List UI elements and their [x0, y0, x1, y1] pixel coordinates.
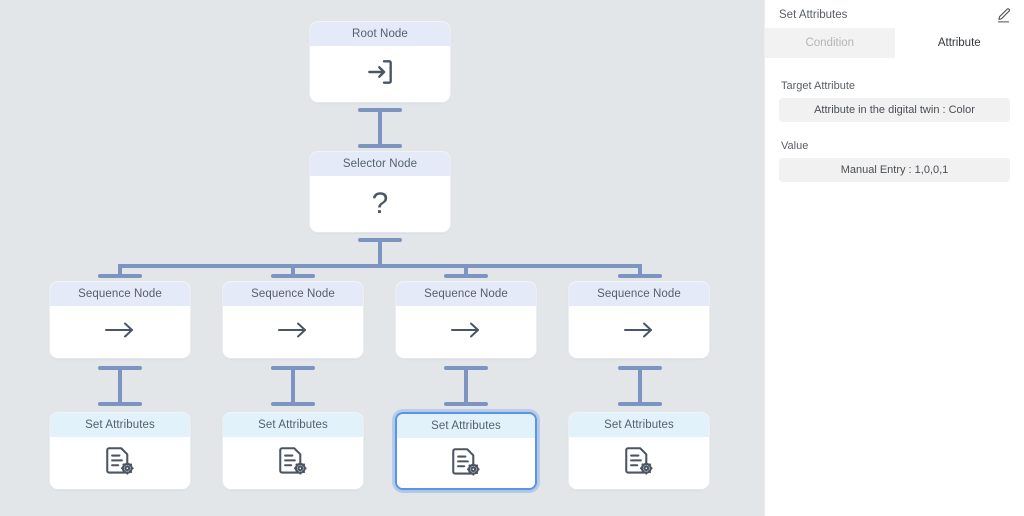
node-root-body [310, 46, 450, 102]
document-gear-icon [622, 444, 656, 483]
node-set-attributes-3-title: Set Attributes [569, 413, 709, 437]
connector-seq-3-to-set-3 [638, 366, 642, 406]
connector-cap-set-3-top [618, 402, 662, 406]
target-attribute-label: Target Attribute [781, 80, 855, 92]
connector-cap-set-1-top [271, 402, 315, 406]
node-sequence-3-title: Sequence Node [569, 282, 709, 306]
target-attribute-value[interactable]: Attribute in the digital twin : Color [779, 98, 1010, 122]
node-sequence-3[interactable]: Sequence Node [569, 282, 709, 358]
connector-bus-horizontal [118, 264, 642, 268]
node-selector-body: ? [310, 176, 450, 232]
connector-selector-to-bus [378, 238, 382, 268]
connector-drop-0 [118, 264, 122, 278]
node-selector-title: Selector Node [310, 152, 450, 176]
node-set-attributes-0-body [50, 437, 190, 489]
node-selector[interactable]: Selector Node ? [310, 152, 450, 232]
node-sequence-1-title: Sequence Node [223, 282, 363, 306]
value-field[interactable]: Manual Entry : 1,0,0,1 [779, 158, 1010, 182]
node-set-attributes-0-title: Set Attributes [50, 413, 190, 437]
panel-tabs: Condition Attribute [765, 28, 1024, 58]
node-sequence-0-title: Sequence Node [50, 282, 190, 306]
connector-seq-1-to-set-1 [291, 366, 295, 406]
panel-title: Set Attributes [779, 9, 848, 21]
connector-cap-seq-0-top [98, 274, 142, 278]
node-set-attributes-3-body [569, 437, 709, 489]
node-set-attributes-0[interactable]: Set Attributes [50, 413, 190, 489]
node-set-attributes-2[interactable]: Set Attributes [395, 412, 537, 490]
node-set-attributes-1-body [223, 437, 363, 489]
document-gear-icon [449, 445, 483, 484]
node-sequence-2-title: Sequence Node [396, 282, 536, 306]
connector-seq-2-to-set-2 [464, 366, 468, 406]
tab-condition[interactable]: Condition [765, 28, 895, 58]
node-sequence-0-body [50, 306, 190, 358]
document-gear-icon [103, 444, 137, 483]
connector-cap-set-2-top [444, 402, 488, 406]
document-gear-icon [276, 444, 310, 483]
node-root-title: Root Node [310, 22, 450, 46]
node-set-attributes-1-title: Set Attributes [223, 413, 363, 437]
panel-body: Target Attribute Attribute in the digita… [765, 58, 1024, 182]
node-sequence-3-body [569, 306, 709, 358]
connector-drop-3 [638, 264, 642, 278]
node-set-attributes-1[interactable]: Set Attributes [223, 413, 363, 489]
node-sequence-1-body [223, 306, 363, 358]
arrow-right-icon [446, 317, 486, 348]
node-sequence-2-body [396, 306, 536, 358]
arrow-right-icon [273, 317, 313, 348]
value-label: Value [781, 140, 809, 152]
node-sequence-0[interactable]: Sequence Node [50, 282, 190, 358]
node-set-attributes-2-body [397, 438, 535, 488]
connector-cap-seq-1-top [271, 274, 315, 278]
arrow-right-icon [619, 317, 659, 348]
connector-seq-0-to-set-0 [118, 366, 122, 406]
connector-cap-seq-2-top [444, 274, 488, 278]
node-set-attributes-2-title: Set Attributes [397, 414, 535, 438]
arrow-right-icon [100, 317, 140, 348]
connector-cap-seq-3-top [618, 274, 662, 278]
connector-drop-2 [464, 264, 468, 278]
node-sequence-2[interactable]: Sequence Node [396, 282, 536, 358]
node-sequence-1[interactable]: Sequence Node [223, 282, 363, 358]
connector-cap-selector-top [358, 144, 402, 148]
connector-cap-set-0-top [98, 402, 142, 406]
properties-panel: Set Attributes Condition Attribute Targe… [764, 0, 1024, 516]
enter-arrow-icon [362, 56, 398, 93]
tree-canvas[interactable]: Root Node Selector Node ? Sequence Node [0, 0, 764, 516]
pencil-edit-icon[interactable] [994, 6, 1012, 24]
question-mark-icon: ? [371, 187, 389, 220]
node-set-attributes-3[interactable]: Set Attributes [569, 413, 709, 489]
tab-attribute[interactable]: Attribute [894, 28, 1024, 58]
connector-root-to-selector [378, 108, 382, 148]
connector-drop-1 [291, 264, 295, 278]
panel-header: Set Attributes [765, 0, 1024, 28]
node-root[interactable]: Root Node [310, 22, 450, 102]
